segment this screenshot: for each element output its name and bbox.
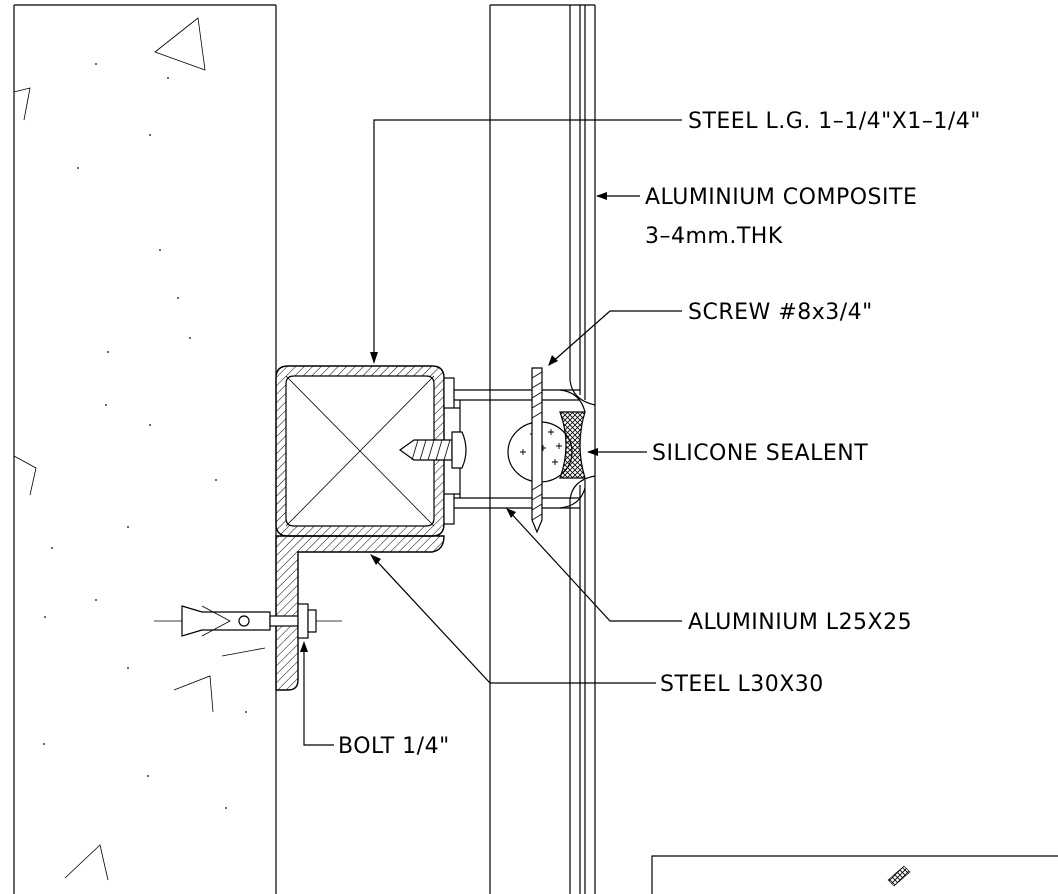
screw-vertical: [531, 367, 543, 534]
label-silicone-sealent: SILICONE SEALENT: [652, 441, 868, 466]
label-bolt: BOLT 1/4": [338, 734, 450, 759]
aluminium-composite-panel: [489, 4, 596, 894]
steel-tube: [275, 365, 445, 537]
screw-horizontal: [398, 431, 467, 469]
anchor-bolt: [154, 603, 342, 639]
label-aluminium-l: ALUMINIUM L25X25: [688, 610, 912, 635]
label-screw: SCREW #8x3/4": [688, 300, 873, 325]
concrete-wall: [13, 4, 277, 894]
silicone-sealant: [559, 411, 586, 479]
title-block-frame: [651, 855, 1058, 894]
label-steel-lg: STEEL L.G. 1–1/4"X1–1/4": [688, 109, 981, 134]
aluminium-angle: [443, 377, 586, 525]
label-composite-thickness: 3–4mm.THK: [645, 224, 783, 249]
leader-lines: [300, 119, 682, 746]
label-steel-l: STEEL L30X30: [660, 672, 824, 697]
label-aluminium-composite: ALUMINIUM COMPOSITE: [645, 185, 917, 210]
